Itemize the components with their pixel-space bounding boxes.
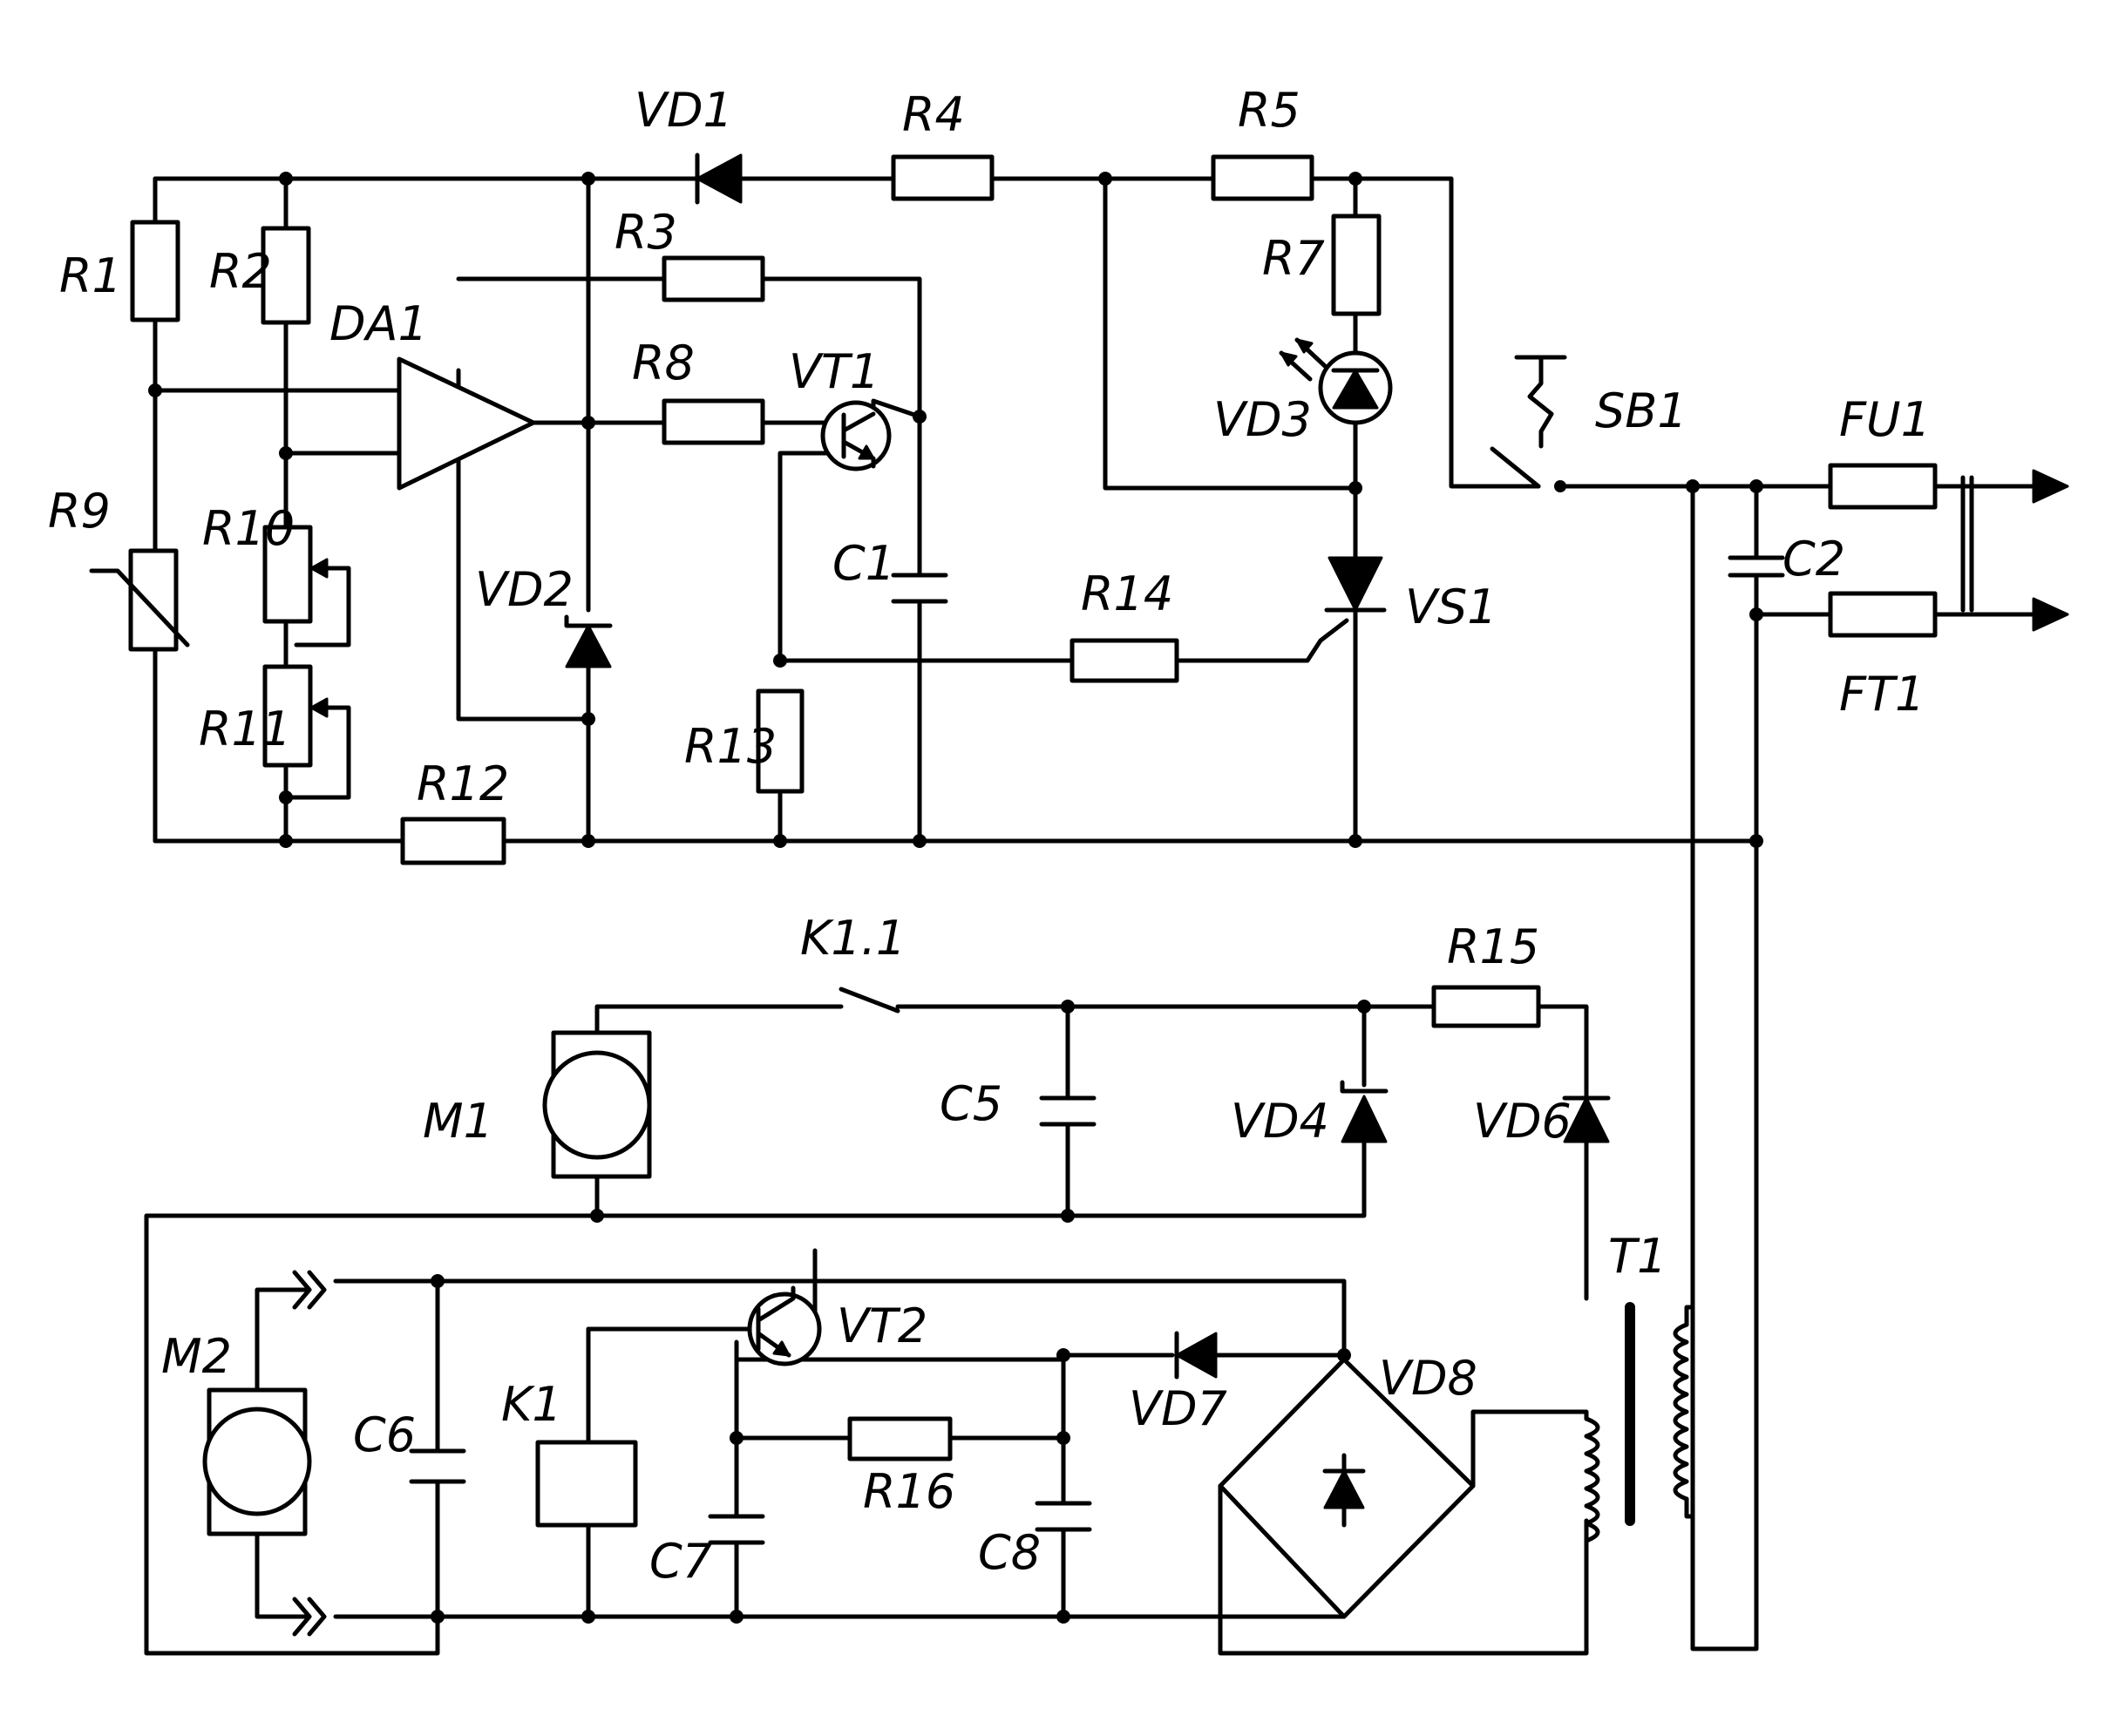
led-VD3 bbox=[1279, 337, 1393, 425]
resistor-R12 bbox=[400, 817, 506, 865]
label-R13: R13 bbox=[684, 719, 777, 774]
transistor-VT2 bbox=[747, 1285, 822, 1366]
thyristor-VS1 bbox=[1324, 556, 1387, 613]
label-R14: R14 bbox=[1081, 566, 1173, 621]
wiring-top bbox=[153, 176, 2036, 1651]
label-R16: R16 bbox=[863, 1464, 955, 1519]
capacitor-C6 bbox=[409, 1448, 466, 1484]
label-R1: R1 bbox=[59, 248, 122, 303]
potentiometer-R11 bbox=[262, 664, 329, 768]
resistor-R8 bbox=[662, 398, 765, 445]
relay-coil-K1 bbox=[535, 1440, 638, 1528]
zener-VD2 bbox=[564, 614, 613, 668]
connector-M2-top bbox=[292, 1270, 327, 1310]
label-VD1: VD1 bbox=[635, 83, 733, 138]
label-VD2: VD2 bbox=[475, 562, 574, 617]
resistor-R7 bbox=[1331, 214, 1382, 316]
label-C5: C5 bbox=[940, 1076, 1002, 1131]
label-VD8: VD8 bbox=[1379, 1351, 1477, 1406]
output-arrow-bottom bbox=[2032, 597, 2069, 632]
capacitor-C7 bbox=[708, 1514, 765, 1545]
label-C7: C7 bbox=[649, 1534, 712, 1589]
diode-VD1 bbox=[695, 153, 743, 205]
capacitor-C5 bbox=[1039, 1095, 1097, 1127]
resistor-R2 bbox=[261, 226, 311, 325]
capacitor-C2 bbox=[1728, 555, 1785, 578]
label-R10: R10 bbox=[202, 501, 295, 556]
transistor-VT1 bbox=[820, 400, 892, 471]
junctions-top bbox=[148, 172, 1763, 848]
resistor-R16 bbox=[847, 1416, 953, 1461]
label-K1: K1 bbox=[501, 1377, 562, 1432]
label-R15: R15 bbox=[1447, 919, 1539, 974]
wiring-bottom bbox=[255, 1248, 1589, 1656]
motor-M2 bbox=[202, 1387, 312, 1536]
label-R5: R5 bbox=[1238, 83, 1300, 138]
label-VD6: VD6 bbox=[1473, 1094, 1572, 1149]
connector-M2-bottom bbox=[292, 1597, 327, 1637]
switch-SB1 bbox=[1490, 355, 1567, 492]
fuse-FT1 bbox=[1828, 591, 1938, 638]
label-VD4: VD4 bbox=[1231, 1094, 1329, 1149]
label-C8: C8 bbox=[978, 1525, 1041, 1580]
transformer-T1 bbox=[1584, 1302, 1695, 1543]
label-R7: R7 bbox=[1262, 231, 1325, 286]
diode-bridge-VD8 bbox=[1218, 1357, 1476, 1619]
label-R8: R8 bbox=[632, 336, 695, 390]
motor-M1 bbox=[542, 1030, 652, 1179]
capacitor-C1 bbox=[891, 573, 948, 604]
label-T1: T1 bbox=[1608, 1229, 1667, 1284]
resistor-R15 bbox=[1431, 985, 1541, 1028]
resistor-R5 bbox=[1211, 154, 1314, 201]
label-M1: M1 bbox=[423, 1094, 493, 1149]
label-R4: R4 bbox=[902, 87, 965, 142]
label-R3: R3 bbox=[615, 205, 677, 260]
label-FT1: FT1 bbox=[1839, 667, 1925, 722]
label-C2: C2 bbox=[1782, 532, 1845, 587]
thermistor-R9 bbox=[89, 548, 190, 652]
labels: R1 R2 DA1 VD1 R4 R5 R3 R7 R8 VT1 VD3 SB1… bbox=[48, 83, 1931, 1589]
label-VT2: VT2 bbox=[837, 1299, 927, 1353]
resistor-R13 bbox=[756, 688, 805, 794]
resistor-R3 bbox=[662, 255, 765, 302]
label-R12: R12 bbox=[417, 756, 509, 811]
label-K1.1: K1.1 bbox=[800, 911, 906, 966]
capacitor-C8 bbox=[1035, 1501, 1092, 1532]
opamp-DA1 bbox=[397, 356, 536, 491]
label-VD7: VD7 bbox=[1129, 1381, 1227, 1436]
label-R2: R2 bbox=[209, 244, 272, 299]
diode-VD7 bbox=[1174, 1331, 1218, 1380]
label-VT1: VT1 bbox=[789, 344, 879, 399]
label-VS1: VS1 bbox=[1405, 580, 1497, 634]
resistor-R1 bbox=[130, 220, 180, 322]
label-C6: C6 bbox=[353, 1407, 416, 1462]
diode-VD6 bbox=[1562, 1095, 1611, 1143]
label-DA1: DA1 bbox=[329, 296, 428, 351]
potentiometer-R10 bbox=[262, 525, 343, 624]
wiring-middle bbox=[144, 987, 1589, 1656]
label-R9: R9 bbox=[48, 484, 111, 539]
label-M2: M2 bbox=[161, 1329, 232, 1384]
resistor-R4 bbox=[891, 154, 995, 201]
junctions-bottom bbox=[431, 1274, 1351, 1624]
resistor-R14 bbox=[1069, 638, 1179, 683]
output-arrow-top bbox=[2032, 469, 2069, 504]
fuse-FU1 bbox=[1828, 463, 1938, 510]
label-SB1: SB1 bbox=[1595, 383, 1687, 438]
label-VD3: VD3 bbox=[1213, 392, 1312, 447]
label-R11: R11 bbox=[199, 702, 291, 756]
junctions-middle bbox=[590, 1000, 1371, 1223]
label-FU1: FU1 bbox=[1839, 392, 1931, 447]
zener-VD4 bbox=[1340, 1080, 1389, 1143]
label-C1: C1 bbox=[832, 536, 895, 591]
